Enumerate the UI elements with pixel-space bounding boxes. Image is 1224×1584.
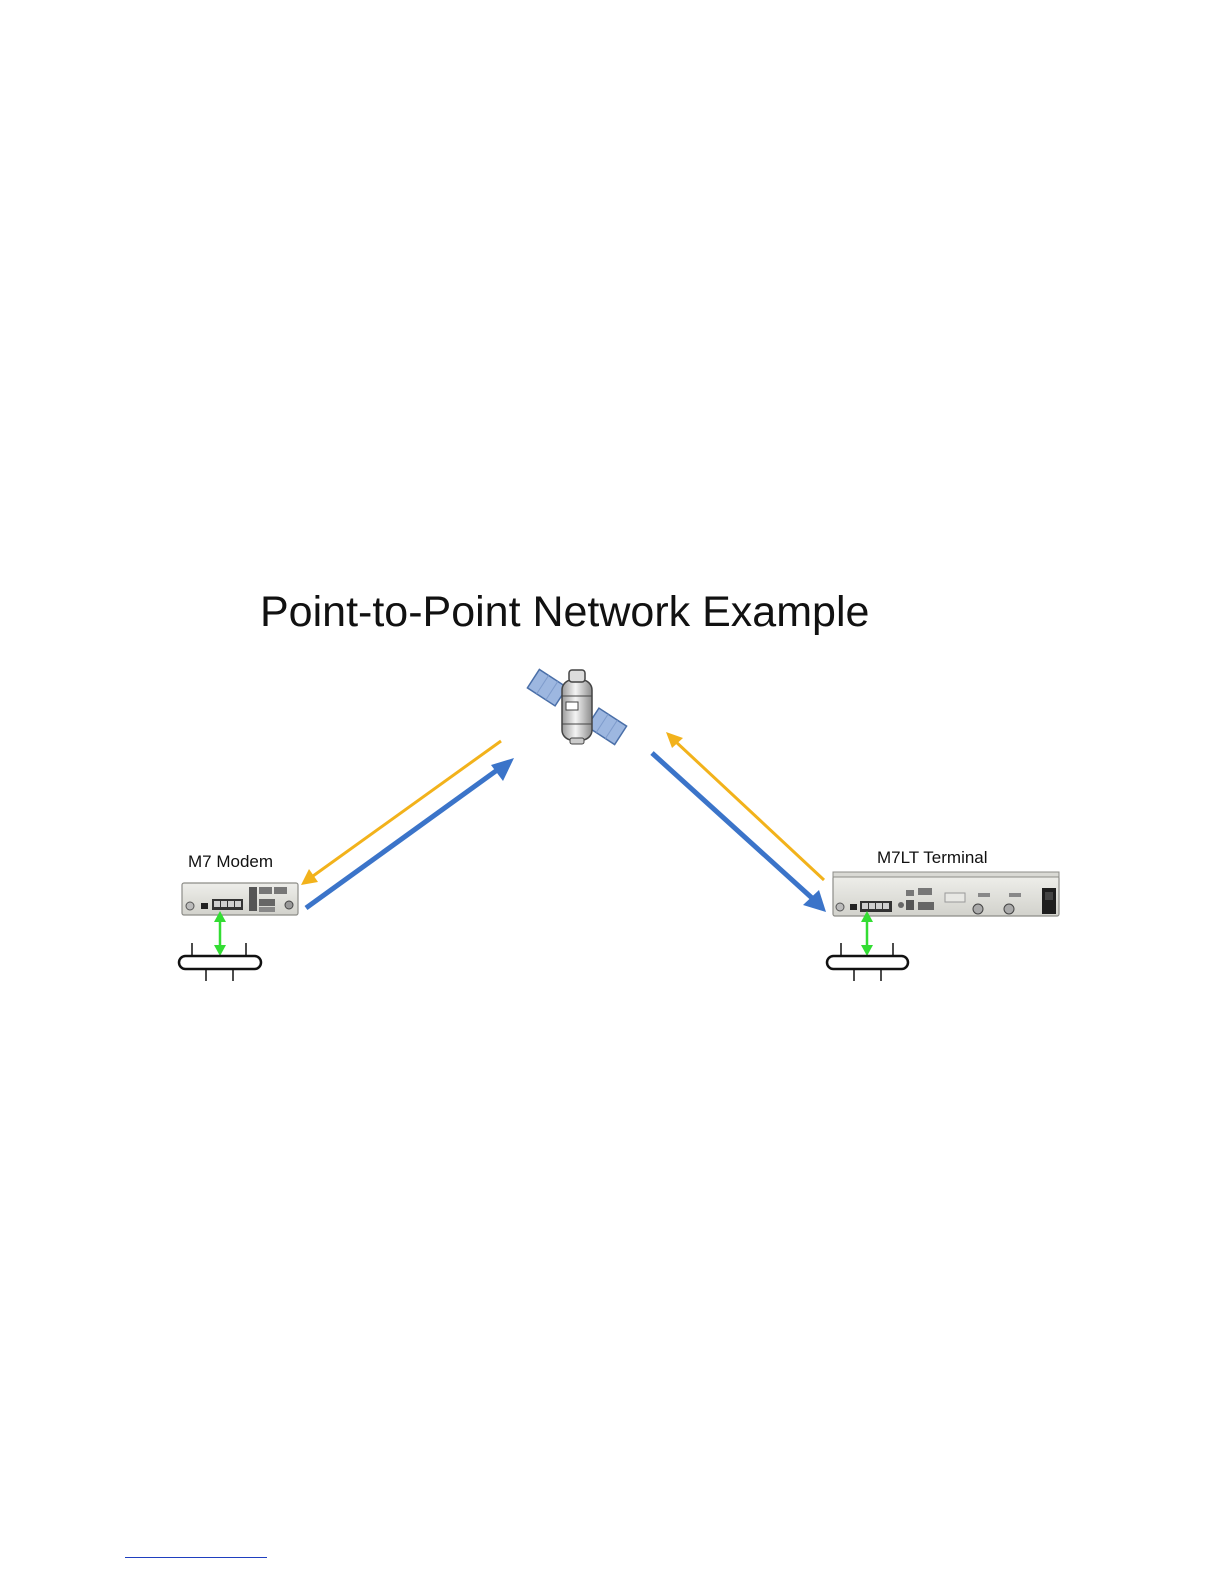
link-satellite-to-terminal (652, 753, 826, 912)
satellite-icon (527, 669, 626, 744)
link-modem-to-lan (214, 911, 226, 956)
m7lt-terminal-device (833, 872, 1059, 916)
footnote-divider (125, 1557, 267, 1558)
link-terminal-to-satellite (666, 732, 824, 880)
modem-label: M7 Modem (188, 852, 273, 872)
link-satellite-to-modem (301, 741, 501, 885)
link-modem-to-satellite (306, 758, 514, 908)
m7-modem-device (182, 883, 298, 915)
terminal-label: M7LT Terminal (877, 848, 988, 868)
link-terminal-to-lan (861, 911, 873, 956)
